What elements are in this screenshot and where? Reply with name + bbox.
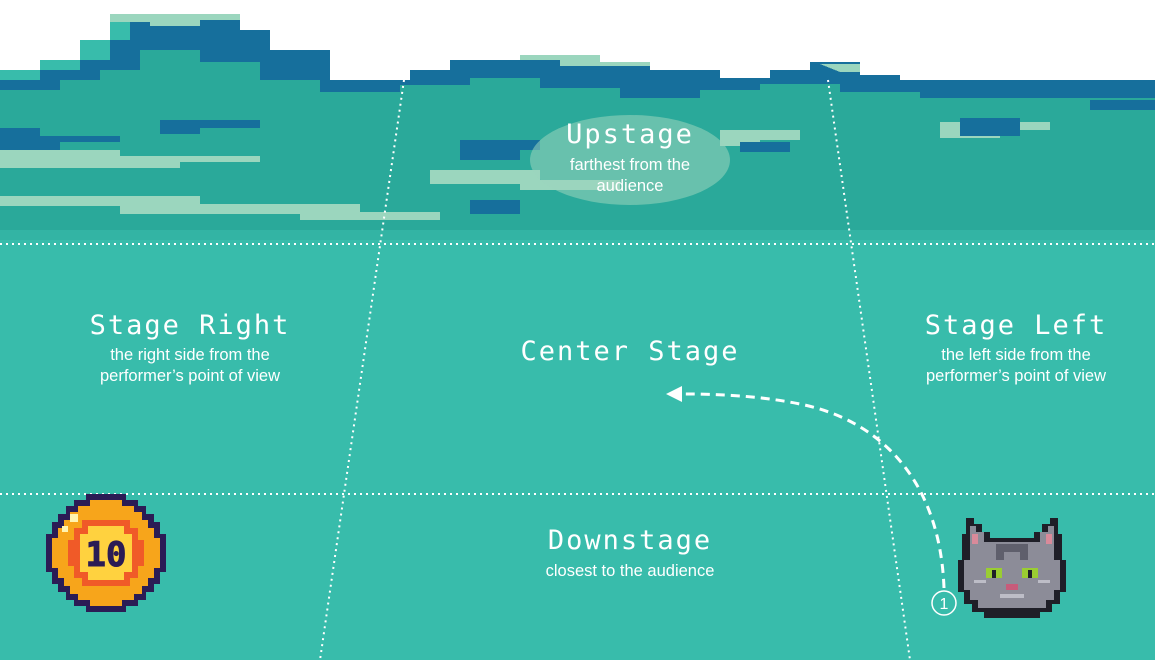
movement-path — [684, 394, 944, 588]
stage-left-subtitle: the left side from the performer’s point… — [898, 345, 1134, 387]
upstage-title: Upstage — [530, 120, 730, 150]
arrow-head-icon — [666, 386, 682, 402]
svg-text:10: 10 — [86, 535, 127, 575]
stage-left-title: Stage Left — [886, 311, 1146, 341]
svg-text:1: 1 — [940, 596, 949, 613]
downstage-subtitle: closest to the audience — [500, 561, 760, 582]
center-stage-title: Center Stage — [480, 337, 780, 367]
stage-right-title: Stage Right — [60, 311, 320, 341]
path-marker[interactable]: 1 — [932, 591, 956, 615]
stage-right-boundary-line — [320, 80, 404, 660]
upstage-subtitle: farthest from the audience — [550, 155, 710, 197]
downstage-title: Downstage — [500, 526, 760, 556]
stage-right-subtitle: the right side from the performer’s poin… — [72, 345, 308, 387]
